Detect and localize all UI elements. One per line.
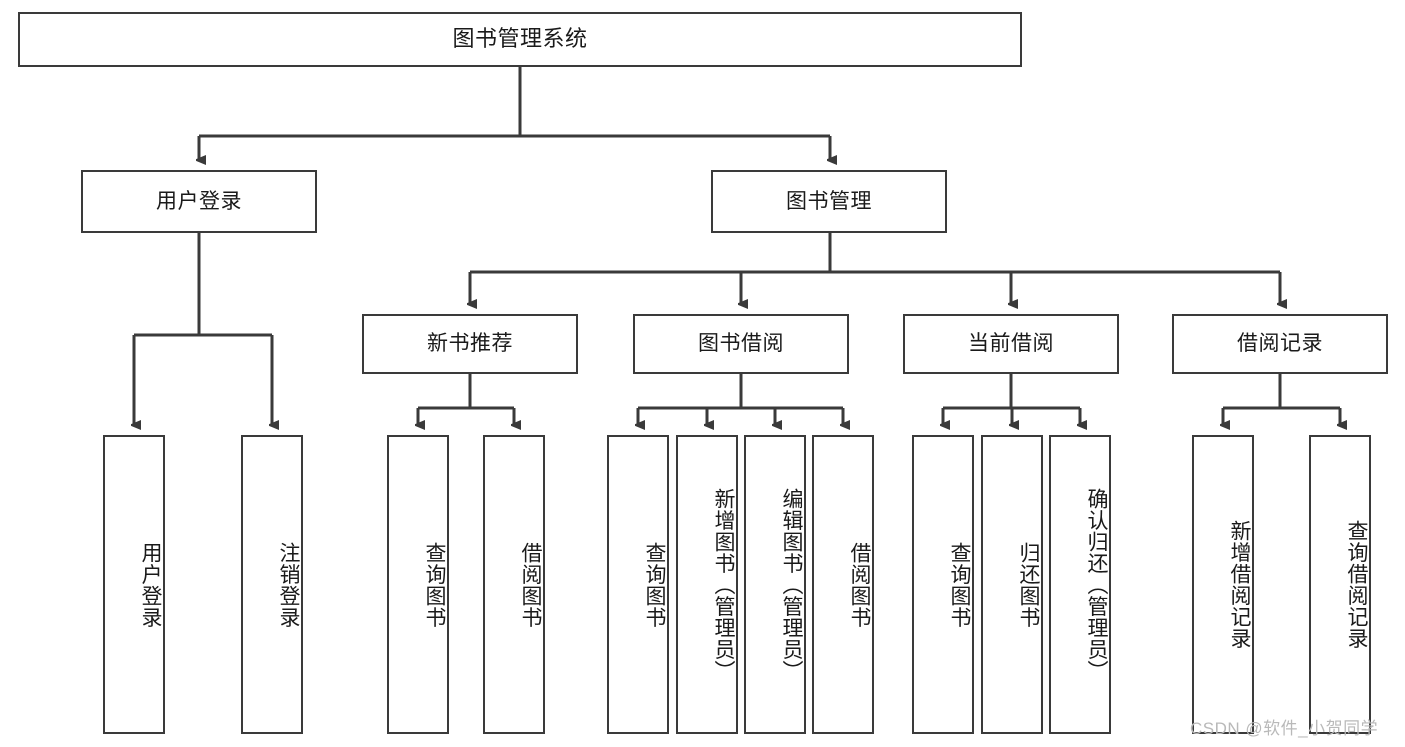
node-leaf-return-book[interactable]: 归还图书 bbox=[981, 435, 1043, 734]
node-leaf-borrow-book[interactable]: 借阅图书 bbox=[812, 435, 874, 734]
node-book-borrow[interactable]: 图书借阅 bbox=[633, 314, 849, 374]
node-book-management[interactable]: 图书管理 bbox=[711, 170, 947, 233]
node-current-borrow[interactable]: 当前借阅 bbox=[903, 314, 1119, 374]
node-leaf-query-borrow-record[interactable]: 查询借阅记录 bbox=[1309, 435, 1371, 734]
node-leaf-query-book-borrow[interactable]: 查询图书 bbox=[607, 435, 669, 734]
node-leaf-add-borrow-record[interactable]: 新增借阅记录 bbox=[1192, 435, 1254, 734]
node-root[interactable]: 图书管理系统 bbox=[18, 12, 1022, 67]
node-leaf-query-book-current[interactable]: 查询图书 bbox=[912, 435, 974, 734]
node-leaf-query-book-recommend[interactable]: 查询图书 bbox=[387, 435, 449, 734]
node-leaf-user-login[interactable]: 用户登录 bbox=[103, 435, 165, 734]
node-new-book-recommend[interactable]: 新书推荐 bbox=[362, 314, 578, 374]
csdn-watermark: CSDN @软件_小贺同学 bbox=[1190, 719, 1379, 738]
node-borrow-records[interactable]: 借阅记录 bbox=[1172, 314, 1388, 374]
node-leaf-edit-book-admin[interactable]: 编辑图书（管理员） bbox=[744, 435, 806, 734]
node-leaf-confirm-return-admin[interactable]: 确认归还（管理员） bbox=[1049, 435, 1111, 734]
node-user-login[interactable]: 用户登录 bbox=[81, 170, 317, 233]
node-leaf-logout[interactable]: 注销登录 bbox=[241, 435, 303, 734]
node-leaf-add-book-admin[interactable]: 新增图书（管理员） bbox=[676, 435, 738, 734]
node-leaf-borrow-book-recommend[interactable]: 借阅图书 bbox=[483, 435, 545, 734]
